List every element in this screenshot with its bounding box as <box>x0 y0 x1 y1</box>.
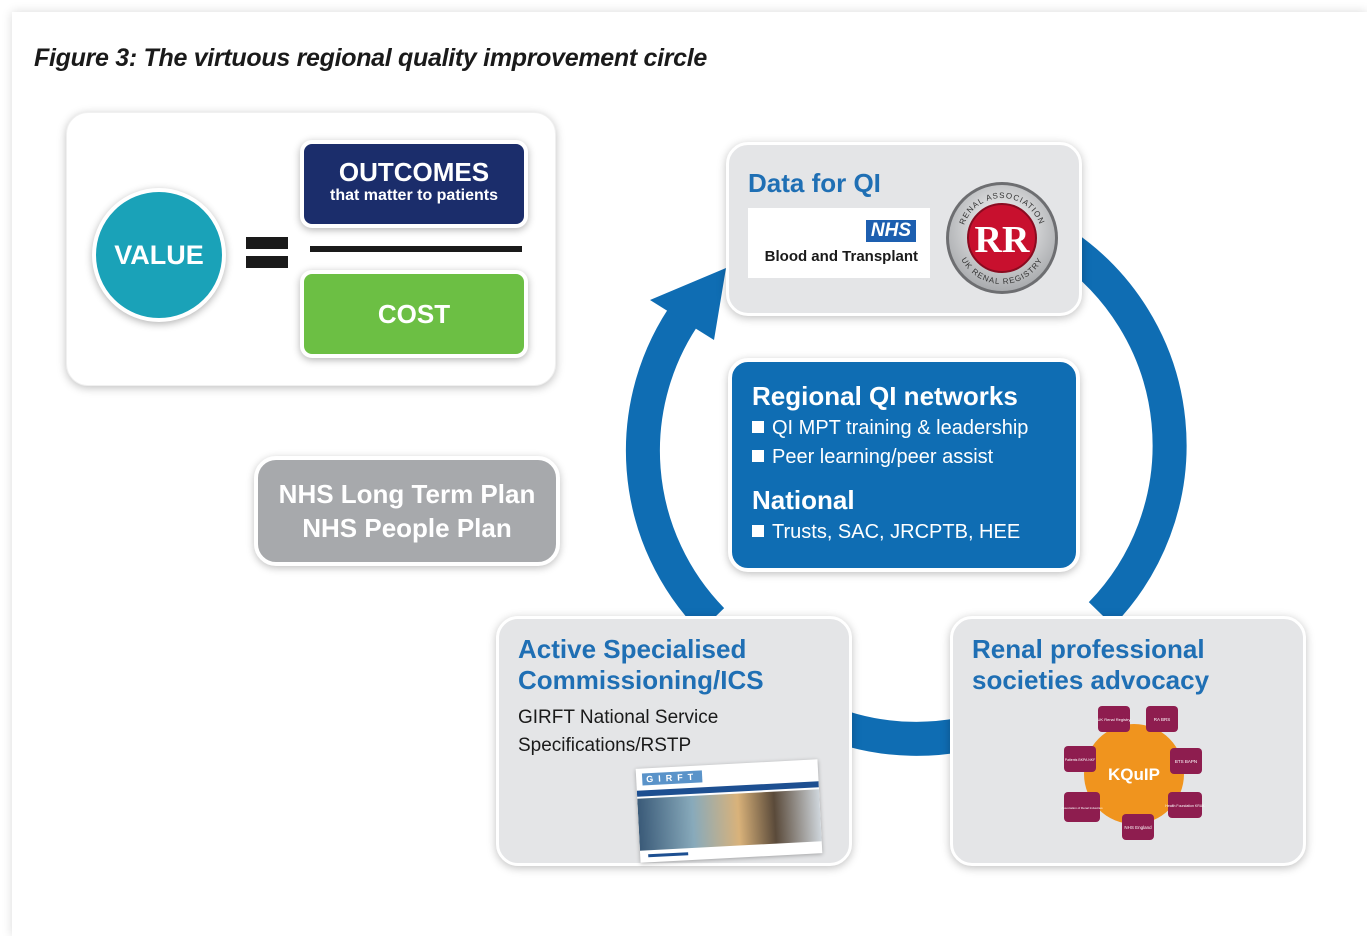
figure-title: Figure 3: The virtuous regional quality … <box>34 44 708 72</box>
nhsbt-logo: NHS Blood and Transplant <box>748 208 930 278</box>
kquip-spoke-box: RA BRS <box>1146 706 1178 732</box>
kquip-spoke-label: RA BRS <box>1154 717 1171 722</box>
kquip-diagram: KQuIP UK Renal Registry RA BRS BTS BAPN … <box>1061 706 1205 840</box>
bullet-text: Peer learning/peer assist <box>772 446 994 468</box>
kquip-spoke-box: UK Renal Registry <box>1098 706 1131 732</box>
kquip-spoke-box: Association of Renal Industries <box>1061 792 1103 822</box>
regional-qi-heading: Regional QI networks <box>752 381 1018 411</box>
nhs-plans-box: NHS Long Term Plan NHS People Plan <box>254 456 560 566</box>
national-heading: National <box>752 485 855 515</box>
outcomes-title: OUTCOMES <box>338 157 490 187</box>
fraction-line <box>310 246 522 252</box>
bullet-square-icon <box>752 421 764 433</box>
thumb-photo <box>637 789 822 851</box>
commissioning-title-line-1: Active Specialised <box>518 634 747 664</box>
equals-sign-top <box>246 237 288 249</box>
renal-registry-logo: RR RENAL ASSOCIATION UK RENAL REGISTRY <box>946 182 1058 294</box>
bullet-item: QI MPT training & leadership <box>752 414 1056 443</box>
kquip-hub-label: KQuIP <box>1108 765 1160 784</box>
advocacy-title-line-1: Renal professional <box>972 634 1205 664</box>
data-for-qi-title: Data for QI <box>748 168 881 198</box>
regional-qi-box: Regional QI networks QI MPT training & l… <box>728 358 1080 572</box>
thumb-footer-line <box>648 852 689 858</box>
kquip-spoke-label: UK Renal Registry <box>1098 717 1131 722</box>
kquip-spoke-label: Health Foundation KRUK <box>1165 804 1205 808</box>
cycle-arrow-left-arc <box>625 300 725 632</box>
value-circle: VALUE <box>92 188 226 322</box>
outcomes-subtitle: that matter to patients <box>329 187 498 204</box>
registry-monogram: RR <box>975 219 1030 261</box>
bullet-square-icon <box>752 450 764 462</box>
plan-line-1: NHS Long Term Plan <box>278 479 536 509</box>
plan-line-2: NHS People Plan <box>302 513 512 543</box>
kquip-spoke-label: NHS England <box>1124 825 1152 830</box>
bullet-text: QI MPT training & leadership <box>772 417 1029 439</box>
cost-box: COST <box>300 270 528 358</box>
outcomes-box: OUTCOMES that matter to patients <box>300 140 528 228</box>
thumb-header: GIRFT <box>641 770 703 786</box>
commissioning-title-line-2: Commissioning/ICS <box>518 665 764 695</box>
cycle-arrow-right-arc <box>1055 232 1187 626</box>
bullet-text: Trusts, SAC, JRCPTB, HEE <box>772 521 1021 543</box>
equals-sign-bottom <box>246 256 288 268</box>
advocacy-title: Renal professional societies advocacy <box>972 634 1209 696</box>
kquip-spoke-label: Patients BKPA NKF <box>1065 758 1095 762</box>
kquip-hub-circle <box>1084 724 1184 824</box>
commissioning-body: GIRFT National Service Specifications/RS… <box>518 704 718 760</box>
bullet-square-icon <box>752 525 764 537</box>
bullet-item: Peer learning/peer assist <box>752 443 1056 472</box>
kquip-spoke-label: Association of Renal Industries <box>1061 806 1103 810</box>
commissioning-body-line-2: Specifications/RSTP <box>518 735 692 756</box>
nhs-logo-badge: NHS <box>865 220 916 242</box>
kquip-spoke-box: Health Foundation KRUK <box>1165 792 1205 818</box>
cycle-arrowhead <box>650 268 726 340</box>
nhs-org-name: Blood and Transplant <box>764 248 918 265</box>
bullet-item: Trusts, SAC, JRCPTB, HEE <box>752 518 1056 547</box>
kquip-spoke-box: NHS England <box>1122 814 1154 840</box>
kquip-spoke-box: Patients BKPA NKF <box>1064 746 1096 772</box>
girft-website-thumbnail: GIRFT <box>635 759 823 863</box>
commissioning-body-line-1: GIRFT National Service <box>518 707 719 728</box>
commissioning-title: Active Specialised Commissioning/ICS <box>518 634 764 696</box>
kquip-spoke-label: BTS BAPN <box>1175 759 1197 764</box>
advocacy-title-line-2: societies advocacy <box>972 665 1210 695</box>
kquip-spoke-box: BTS BAPN <box>1170 748 1202 774</box>
